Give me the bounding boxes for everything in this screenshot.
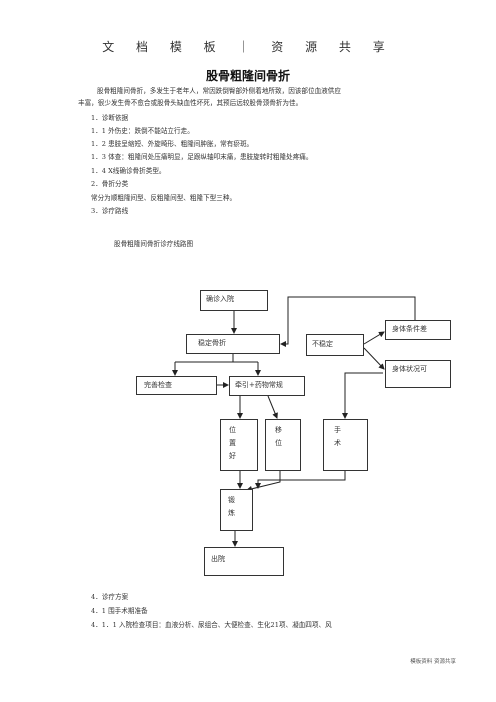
- exercise-char-1: 锻: [228, 496, 235, 504]
- good-position-char-1: 位: [229, 426, 236, 434]
- document-title: 股骨粗隆间骨折: [205, 69, 290, 83]
- section-2-text: 常分为顺粗隆间型、反粗隆间型、粗隆下型三种。: [91, 194, 237, 202]
- surgery-char-2: 术: [334, 439, 341, 447]
- arrow-ok-surgery: [342, 372, 383, 419]
- surgery-char-1: 手: [334, 426, 341, 434]
- shift-char-1: 移: [275, 426, 282, 434]
- section-1-heading: 1．诊断依据: [91, 114, 129, 122]
- box-poor-condition-label: 身体条件差: [392, 325, 427, 333]
- intro-line-1: 股骨粗隆间骨折，多发生于老年人，常因跌倒臀部外侧着地所致，因该部位血液供应: [97, 87, 341, 95]
- box-unstable-label: 不稳定: [312, 340, 333, 348]
- section-2-heading: 2．骨折分类: [91, 180, 129, 188]
- section-1-2: 1．2 患肢呈缩短、外旋畸形、粗隆间肿胀，常有瘀斑。: [91, 140, 254, 148]
- arrow-unstable-poor: [363, 331, 385, 345]
- box-ok-condition: 身体状况可: [385, 360, 451, 388]
- box-discharge-label: 出院: [211, 555, 225, 563]
- exercise-char-2: 炼: [228, 509, 235, 517]
- box-surgery: 手 术: [323, 419, 368, 471]
- box-exercise: 锻 炼: [220, 489, 253, 531]
- good-position-char-3: 好: [229, 452, 236, 460]
- arrow-surgery-exercise: [255, 471, 346, 489]
- box-admit-label: 确诊入院: [206, 295, 234, 303]
- section-4-1-1: 4．1．1 入院检查项目：血液分析、尿组合、大便检查、生化21项、凝血四项、风: [91, 621, 332, 629]
- intro-line-2: 丰富，很少发生骨不愈合或股骨头缺血性坏死，其预后远较股骨颈骨折为佳。: [78, 99, 303, 107]
- box-stable-label: 稳定骨折: [198, 339, 226, 347]
- box-unstable: 不稳定: [306, 334, 364, 356]
- section-1-4: 1．4 X线确诊骨折类型。: [91, 167, 166, 175]
- box-ok-condition-label: 身体状况可: [392, 365, 427, 373]
- section-3-heading: 3．诊疗路线: [91, 207, 129, 215]
- page-header: 文 档 模 板 ｜ 资 源 共 享: [102, 40, 394, 54]
- box-exam: 完善检查: [136, 376, 217, 395]
- arrow-traction-shift: [267, 395, 278, 419]
- section-4-heading: 4．诊疗方案: [91, 593, 129, 601]
- section-1-3: 1．3 体查：粗隆间处压痛明显，足跟纵轴叩末痛，患肢旋转时粗隆处疼痛。: [91, 153, 313, 161]
- box-poor-condition: 身体条件差: [385, 320, 451, 340]
- box-traction-label: 牵引+药物常规: [235, 381, 283, 389]
- box-admit: 确诊入院: [200, 290, 268, 311]
- box-traction: 牵引+药物常规: [229, 376, 305, 396]
- section-4-1: 4．1 围手术期准备: [91, 607, 148, 615]
- shift-char-2: 位: [275, 439, 282, 447]
- box-exam-label: 完善检查: [144, 381, 172, 389]
- box-good-position: 位 置 好: [220, 419, 258, 471]
- box-shift: 移 位: [265, 419, 301, 471]
- box-discharge: 出院: [204, 547, 284, 576]
- arrow-unstable-ok: [363, 347, 385, 370]
- box-stable: 稳定骨折: [186, 334, 280, 354]
- flowchart-caption: 股骨粗隆间骨折诊疗线路图: [114, 240, 194, 248]
- page-footer: 模板资料 资源共享: [410, 659, 456, 665]
- arrow-poor-loop: [280, 296, 416, 347]
- good-position-char-2: 置: [229, 439, 236, 447]
- section-1-1: 1．1 外伤史：跌倒不能站立行走。: [91, 127, 194, 135]
